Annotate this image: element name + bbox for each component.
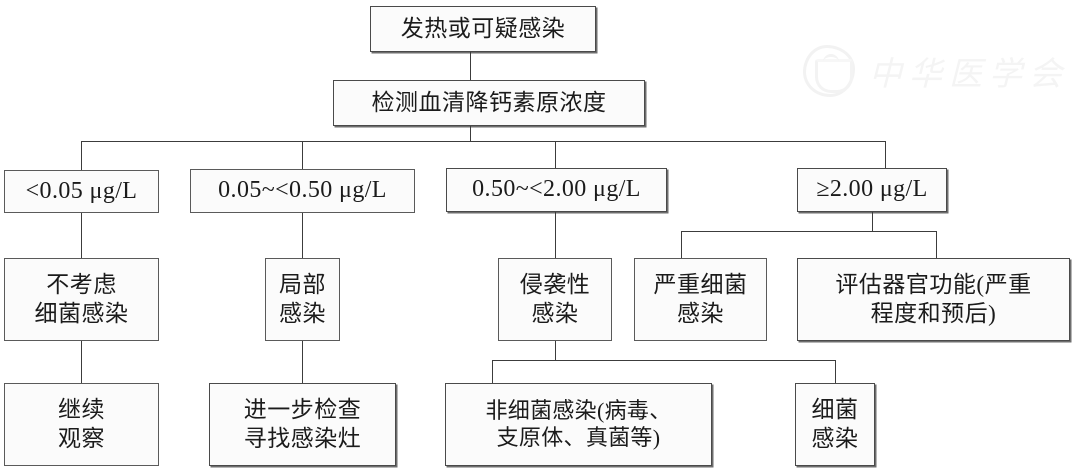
connector-bus-to-nonbacterial — [492, 360, 493, 383]
connector-bus-ranges — [81, 141, 886, 142]
connector-range2-to-result — [302, 213, 303, 258]
watermark-text: 中华医学会 — [869, 57, 1069, 93]
node-range-050-200: 0.50~<2.00 μg/L — [446, 168, 667, 212]
connector-bus-to-range2 — [302, 141, 303, 170]
connector-bus-to-range1 — [81, 141, 82, 170]
node-bacterial-infection: 细菌 感染 — [795, 383, 875, 466]
connector-range1-to-result — [81, 213, 82, 258]
connector-bus-to-bacterial — [835, 360, 836, 383]
connector-start-to-test — [470, 52, 471, 80]
connector-result2-to-action — [302, 341, 303, 383]
connector-bus-to-severe-bacterial — [681, 231, 682, 258]
medical-association-seal-icon — [803, 45, 855, 97]
connector-bus-to-range3 — [555, 141, 556, 169]
node-test: 检测血清降钙素原浓度 — [333, 80, 645, 126]
connector-result1-to-action — [81, 341, 82, 383]
node-severe-bacterial-infection: 严重细菌 感染 — [634, 258, 767, 341]
node-start: 发热或可疑感染 — [370, 6, 596, 52]
node-range-below-005: <0.05 μg/L — [4, 170, 159, 213]
node-continue-observation: 继续 观察 — [4, 383, 159, 466]
node-organ-function-assessment: 评估器官功能(严重 程度和预后) — [797, 258, 1070, 341]
node-range-005-050: 0.05~<0.50 μg/L — [190, 169, 415, 213]
connector-bus-to-organ-assessment — [936, 231, 937, 258]
node-further-examination: 进一步检查 寻找感染灶 — [209, 383, 396, 466]
connector-bus-invasive — [492, 360, 835, 361]
connector-range4-down — [872, 212, 873, 232]
connector-bus-to-range4 — [885, 141, 886, 169]
node-range-above-200: ≥2.00 μg/L — [797, 168, 947, 212]
watermark: 中华医学会 — [803, 45, 1069, 97]
connector-bus-range4 — [681, 231, 936, 232]
connector-test-down — [470, 126, 471, 142]
connector-range3-to-result — [555, 212, 556, 258]
node-local-infection: 局部 感染 — [265, 258, 340, 341]
connector-invasive-down — [555, 341, 556, 361]
node-invasive-infection: 侵袭性 感染 — [498, 258, 612, 341]
node-nonbacterial-infection: 非细菌感染(病毒、 支原体、真菌等) — [445, 383, 712, 466]
node-no-bacterial-infection: 不考虑 细菌感染 — [4, 258, 159, 341]
